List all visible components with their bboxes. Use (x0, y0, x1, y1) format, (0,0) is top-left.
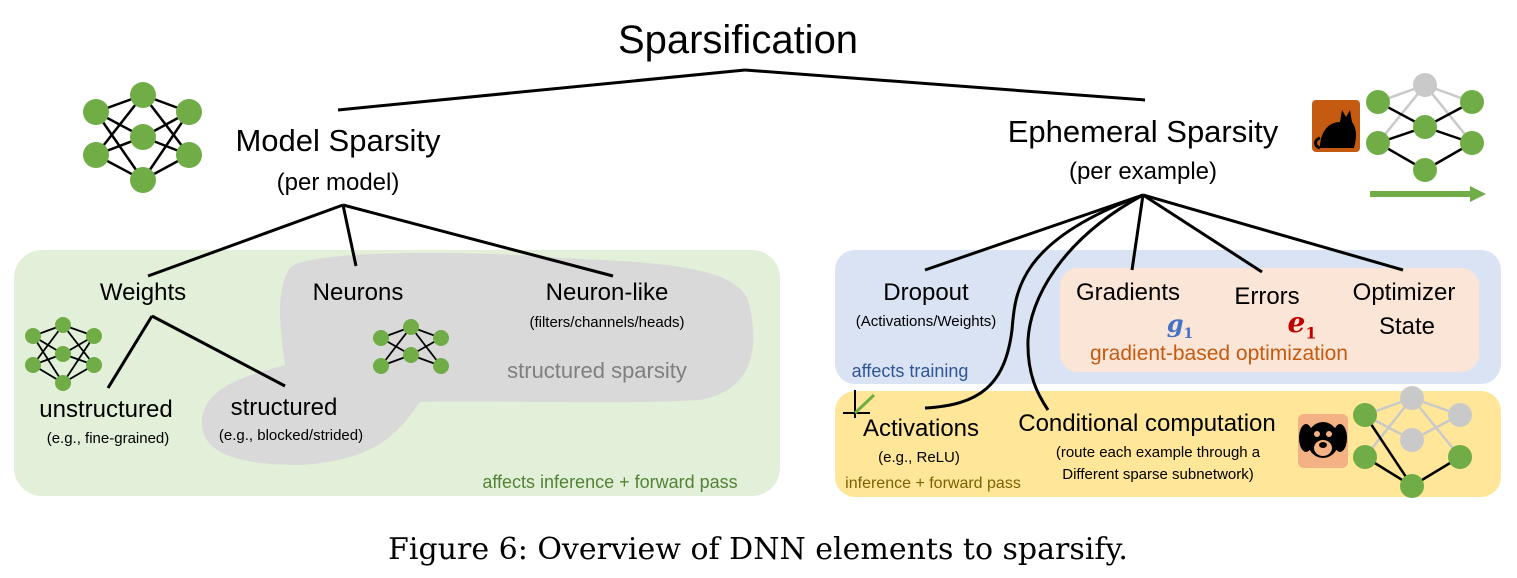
errors-symbol: e1 (1288, 309, 1317, 342)
relu-icon (843, 390, 876, 418)
model-sparsity-subtitle: (per model) (276, 169, 400, 196)
conditional-sublabel-1: (route each example through a (1055, 444, 1261, 461)
weights-label: Weights (99, 279, 187, 306)
errors-symbol-letter: e (1287, 306, 1306, 339)
unstructured-label: unstructured (39, 396, 173, 423)
conditional-sublabel-2: Different sparse subnetwork) (1062, 466, 1254, 483)
conditional-network-icon (1353, 386, 1472, 498)
ephemeral-network-icon (1366, 73, 1484, 182)
ephemeral-sparsity-subtitle: (per example) (1068, 158, 1218, 185)
neurons-label: Neurons (312, 279, 404, 306)
structured-sparsity-label: structured sparsity (507, 358, 687, 383)
gradient-based-label: gradient-based optimization (1090, 342, 1348, 365)
inference-label: inference + forward pass (845, 475, 1021, 492)
dog-icon (1298, 414, 1348, 468)
gradients-symbol: g1 (1167, 312, 1194, 341)
unstructured-sublabel: (e.g., fine-grained) (46, 430, 170, 447)
dropout-sublabel: (Activations/Weights) (855, 313, 997, 330)
optimizer-label-line1: Optimizer (1352, 279, 1456, 306)
optimizer-label-line2: State (1378, 313, 1436, 340)
neurons-network-icon (373, 319, 449, 374)
neural-network-icon (83, 82, 202, 193)
gradients-symbol-letter: g (1166, 309, 1184, 338)
gradients-label: Gradients (1075, 279, 1181, 306)
structured-sublabel: (e.g., blocked/strided) (218, 427, 364, 444)
activations-label: Activations (862, 415, 980, 442)
figure-caption: Figure 6: Overview of DNN elements to sp… (388, 532, 1128, 567)
model-sparsity-title: Model Sparsity (235, 123, 441, 158)
tree-connectors (106, 68, 1404, 411)
ephemeral-sparsity-title: Ephemeral Sparsity (1007, 114, 1279, 149)
cat-icon (1312, 100, 1360, 152)
neuron-like-label: Neuron-like (545, 279, 669, 306)
weights-network-icon (25, 317, 102, 391)
diagram-title: Sparsification (617, 18, 859, 62)
gradients-symbol-index: 1 (1183, 325, 1194, 342)
errors-label: Errors (1234, 283, 1300, 310)
structured-label: structured (230, 394, 338, 421)
model-region-label: affects inference + forward pass (482, 472, 738, 492)
conditional-computation-label: Conditional computation (1018, 410, 1276, 437)
affects-training-label: affects training (851, 361, 969, 381)
dropout-label: Dropout (883, 279, 969, 306)
forward-arrow-icon (1370, 186, 1486, 202)
structured-sparsity-blob (201, 252, 754, 465)
neuron-like-sublabel: (filters/channels/heads) (529, 314, 685, 331)
gradient-optimization-region (1060, 268, 1479, 372)
errors-symbol-index: 1 (1305, 323, 1317, 343)
activations-sublabel: (e.g., ReLU) (878, 449, 960, 466)
